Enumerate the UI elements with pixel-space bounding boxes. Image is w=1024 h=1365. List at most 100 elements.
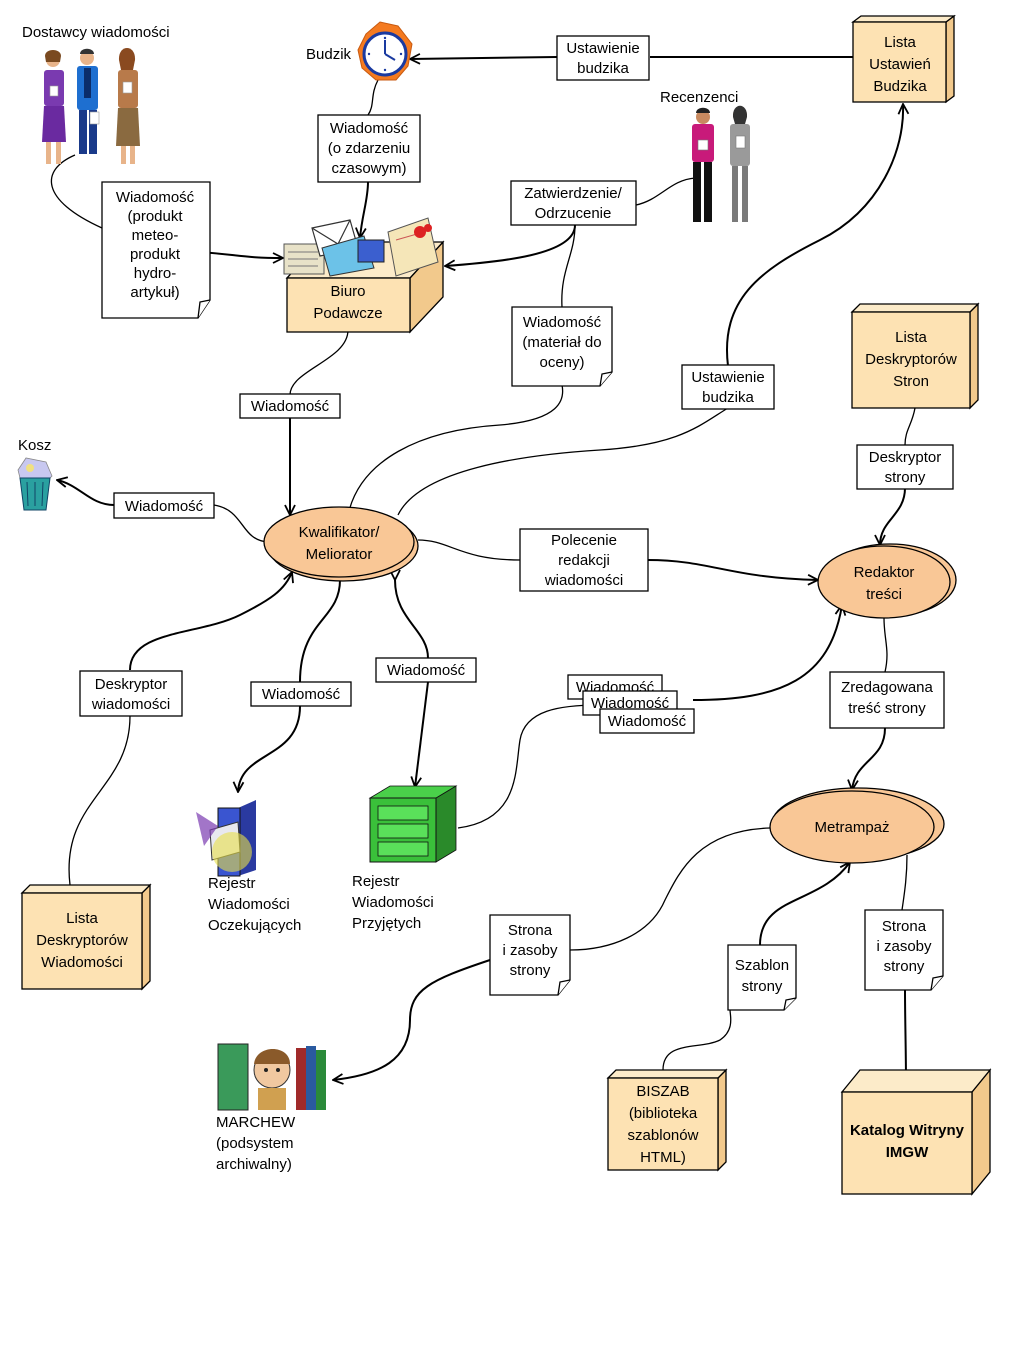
lbl-sz-1: Szablon — [735, 957, 789, 974]
lbl-szr-2: i zasoby — [876, 938, 932, 955]
lista-deskr-wiad-line-1: Lista — [66, 910, 98, 927]
label-wiadomosc-przyj: Wiadomość — [375, 657, 477, 683]
rejestr-oczek-line-3: Oczekujących — [208, 917, 301, 934]
note-strona-zasoby-right: Strona i zasoby strony — [864, 909, 944, 991]
edge-kwal-oczek — [299, 580, 340, 683]
rejestr-przyj-line-2: Wiadomości — [352, 894, 434, 911]
edge-lds-deskr — [904, 407, 916, 446]
lista-ustawien-line-1: Lista — [884, 34, 916, 51]
label-polecenie: Polecenie redakcji wiadomości — [519, 528, 649, 592]
label-ustawienie-budzika-top: Ustawienie budzika — [556, 35, 650, 81]
edge-redaktor-zred — [883, 617, 888, 673]
label-wiadomosc-biuro: Wiadomość — [239, 393, 341, 419]
people-group-icon — [42, 48, 140, 164]
edge-kwal-przyj-2 — [415, 681, 429, 787]
redaktor-line-2: treści — [866, 586, 902, 603]
lbl-stack-2: Wiadomość — [591, 695, 670, 712]
lbl-dw-2: wiadomości — [91, 696, 170, 713]
metrampaz-node: Metrampaż — [769, 787, 945, 864]
lbl-ub-mid-1: Ustawienie — [691, 369, 764, 386]
edge-kwal-redaktor-2 — [647, 559, 818, 580]
biszab-line-4: HTML) — [640, 1149, 686, 1166]
lbl-pol-3: wiadomości — [544, 572, 623, 589]
edge-kwal-redaktor — [417, 539, 521, 561]
lbl-wz-3: czasowym) — [331, 160, 406, 177]
marchew-line-1: MARCHEW — [216, 1114, 296, 1131]
lbl-dw-1: Deskryptor — [95, 676, 168, 693]
edge-metr-strona-left — [569, 827, 771, 951]
lbl-zr-1: Zredagowana — [841, 679, 933, 696]
edge-kwal-oczek-2 — [238, 705, 301, 792]
lbl-ub-top-1: Ustawienie — [566, 40, 639, 57]
lbl-wz-1: Wiadomość — [330, 120, 409, 137]
label-wiadomosc-oczek: Wiadomość — [250, 681, 352, 707]
edge-kwal-przyj — [395, 580, 429, 659]
note-szablon: Szablon strony — [727, 944, 797, 1011]
lista-deskr-wiad-line-2: Deskryptorów — [36, 932, 128, 949]
label-zredagowana: Zredagowana treść strony — [829, 671, 945, 729]
budzik-node: Budzik — [306, 21, 413, 81]
label-ustawienie-budzika-mid: Ustawienie budzika — [681, 364, 775, 410]
lista-ustawien-line-3: Budzika — [873, 78, 927, 95]
biuro-line-2: Podawcze — [313, 305, 382, 322]
lbl-wp-6: artykuł) — [130, 284, 179, 301]
biuro-line-1: Biuro — [330, 283, 365, 300]
lista-deskr-wiad-line-3: Wiadomości — [41, 954, 123, 971]
lbl-zat-2: Odrzucenie — [535, 205, 612, 222]
lbl-ds-2: strony — [885, 469, 926, 486]
marchew-node: MARCHEW (podsystem archiwalny) — [216, 1043, 326, 1173]
budzik-label: Budzik — [306, 46, 352, 63]
kosz-node: Kosz — [17, 437, 53, 511]
label-wiadomosc-stack: Wiadomość Wiadomość Wiadomość — [567, 674, 695, 734]
kwalifikator-node: Kwalifikator/ Meliorator — [263, 506, 419, 582]
lbl-woc: Wiadomość — [262, 686, 341, 703]
lista-deskr-stron-line-3: Stron — [893, 373, 929, 390]
lbl-ub-top-2: budzika — [577, 60, 629, 77]
note-wiadomosc-material: Wiadomość (materiał do oceny) — [511, 306, 613, 387]
biszab-line-3: szablonów — [628, 1127, 699, 1144]
edge-szablon-metr — [759, 862, 850, 946]
green-cabinet-icon — [368, 785, 458, 863]
rejestr-oczek-line-1: Rejestr — [208, 875, 256, 892]
edge-kwal-material — [347, 384, 564, 516]
edge-budzik-biuro-2 — [360, 181, 369, 238]
edge-stack-redaktor — [692, 605, 842, 701]
edge-biszab-szablon — [662, 1009, 732, 1071]
edge-deskr-redaktor — [880, 487, 906, 545]
edge-ldw-deskr — [68, 715, 131, 886]
lbl-wp-4: produkt — [130, 246, 181, 263]
edge-dostawcy-biuro-2 — [199, 251, 283, 258]
archive-reader-icon — [217, 1043, 326, 1111]
edge-biuro-kwal — [289, 329, 349, 396]
kwalifikator-line-1: Kwalifikator/ — [299, 524, 381, 541]
note-wiadomosc-produkt: Wiadomość (produkt meteo- produkt hydro-… — [101, 181, 211, 319]
lista-deskr-stron-line-1: Lista — [895, 329, 927, 346]
lbl-szr-3: strony — [884, 958, 925, 975]
lista-deskryptorow-stron: Lista Deskryptorów Stron — [850, 302, 980, 410]
metrampaz-label: Metrampaż — [814, 819, 889, 836]
lbl-zr-2: treść strony — [848, 700, 926, 717]
edge-dostawcy-biuro — [50, 154, 103, 229]
lbl-pol-2: redakcji — [558, 552, 610, 569]
lbl-pol-1: Polecenie — [551, 532, 617, 549]
label-wiadomosc-kosz: Wiadomość — [113, 492, 215, 519]
kwalifikator-line-2: Meliorator — [306, 546, 373, 563]
lbl-wm-2: (materiał do — [522, 334, 601, 351]
lbl-wz-2: (o zdarzeniu — [328, 140, 411, 157]
rejestr-oczekujacych-node: Rejestr Wiadomości Oczekujących — [196, 800, 301, 934]
lbl-wm-1: Wiadomość — [523, 314, 602, 331]
biszab-node: BISZAB (biblioteka szablonów HTML) — [606, 1068, 728, 1172]
lista-deskryptorow-wiadomosci: Lista Deskryptorów Wiadomości — [20, 883, 152, 991]
mail-envelopes-icon — [283, 217, 439, 277]
rejestr-przyj-line-1: Rejestr — [352, 873, 400, 890]
lbl-wp-3: meteo- — [132, 227, 179, 244]
edge-kwal-kosz-2 — [57, 480, 115, 506]
rejestr-oczek-line-2: Wiadomości — [208, 896, 290, 913]
edge-kwal-ustaw — [397, 407, 729, 516]
lbl-stack-3: Wiadomość — [608, 713, 687, 730]
lbl-wp-2: (produkt — [127, 208, 183, 225]
lbl-szr-1: Strona — [882, 918, 927, 935]
edge-material-zatw — [561, 224, 576, 308]
edge-strona-marchew — [333, 959, 491, 1080]
